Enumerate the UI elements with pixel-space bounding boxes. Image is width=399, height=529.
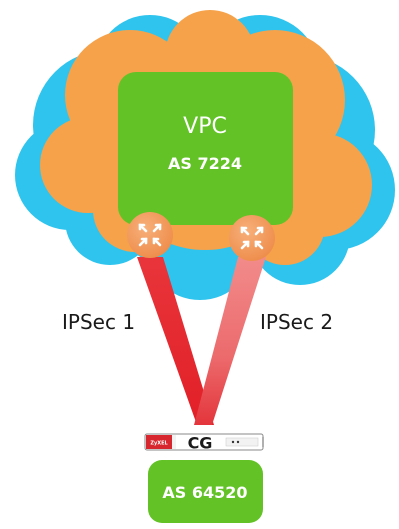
onprem-as-box (148, 460, 263, 523)
gateway-brand-logo: ZyXEL (150, 441, 168, 447)
ipsec-tunnel-2 (194, 257, 266, 425)
ipsec-1-label: IPSec 1 (62, 310, 135, 334)
router-icon-right (229, 215, 275, 261)
ipsec-tunnel-1 (137, 257, 214, 425)
vpc-label: VPC (183, 114, 227, 139)
router-icon-left (127, 212, 173, 258)
onprem-as-label: AS 64520 (162, 483, 247, 502)
gateway-device: ZyXEL CG (144, 433, 264, 453)
ipsec-2-label: IPSec 2 (260, 310, 333, 334)
gateway-device-label: CG (188, 434, 213, 453)
vpc-as-label: AS 7224 (168, 154, 242, 173)
gateway-brand-panel (146, 435, 172, 449)
vpc-box (118, 72, 293, 225)
